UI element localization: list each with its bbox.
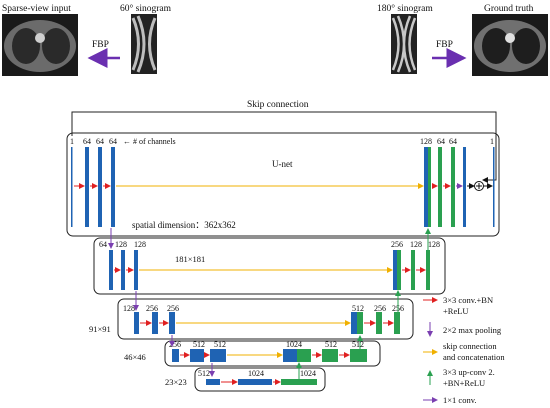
sum-node [474, 181, 484, 191]
l2-channel-a: 64 [99, 240, 107, 249]
l2-channel-up: 256 [391, 240, 403, 249]
l4-feature-bar [172, 349, 179, 362]
l2-feature-bar [109, 250, 113, 290]
l1-decoder-bar [438, 147, 442, 227]
l3-feature-bar [134, 312, 139, 334]
l4-decoder-bar [350, 349, 367, 362]
l3-channel-up: 512 [352, 304, 364, 313]
l1-output-bar [463, 147, 466, 227]
l1-channel-b: 64 [96, 137, 104, 146]
l1-channel-c: 64 [109, 137, 117, 146]
legend-upconv-label-1: 3×3 up-conv 2. [443, 367, 495, 377]
l3-channel-c: 256 [167, 304, 179, 313]
l1-final-bar [493, 147, 495, 227]
ground-truth-label: Ground truth [484, 4, 534, 14]
l4-feature-bar [210, 349, 226, 362]
skip-connection-label: Skip connection [247, 100, 309, 110]
legend-skip-label-2: and concatenation [443, 352, 505, 362]
l4-concat-bar [283, 349, 297, 362]
l1-input-bar [71, 147, 73, 227]
l5-dim-label: 23×23 [165, 377, 187, 387]
l3-feature-bar [169, 312, 175, 334]
l1-channel-e: 64 [449, 137, 457, 146]
l4-channel-up: 1024 [286, 340, 302, 349]
legend-conv-label-2: +ReLU [443, 306, 469, 316]
l1-channel-up: 128 [420, 137, 432, 146]
level3-box [117, 298, 414, 340]
fbp-left-label: FBP [92, 40, 109, 50]
l2-feature-bar [121, 250, 125, 290]
l2-concat-bar [393, 250, 397, 290]
l3-channel-d: 256 [374, 304, 386, 313]
l3-decoder-bar [376, 312, 382, 334]
sparse-input-label: Sparse-view input [2, 4, 71, 14]
unet-title: U-net [272, 159, 293, 169]
l4-channel-c: 512 [214, 340, 226, 349]
l2-upconv-bar [397, 250, 401, 290]
l1-channel-out: 1 [490, 137, 494, 146]
level4-box [164, 340, 381, 367]
l3-channel-a: 128 [123, 304, 135, 313]
l5-feature-bar [206, 379, 220, 385]
sino180-label: 180° sinogram [377, 3, 433, 14]
l1-channel-a: 64 [83, 137, 91, 146]
l2-decoder-bar [411, 250, 415, 290]
sinogram-60-image [131, 14, 157, 74]
level1-box [66, 132, 500, 237]
legend-conv-label-1: 3×3 conv.+BN [443, 295, 493, 305]
l1-feature-bar [111, 147, 115, 227]
legend: 3×3 conv.+BN +ReLU 2×2 max pooling skip … [423, 295, 505, 405]
legend-1x1-label: 1×1 conv. [443, 395, 477, 405]
legend-pool-label: 2×2 max pooling [443, 325, 502, 335]
l4-channel-a: 256 [169, 340, 181, 349]
fbp-right-label: FBP [436, 40, 453, 50]
level2-box [93, 237, 446, 295]
l3-channel-b: 256 [146, 304, 158, 313]
global-skip-connection [71, 111, 497, 183]
l3-dim-label: 91×91 [89, 324, 111, 334]
l1-upconv-bar [428, 147, 431, 227]
l4-dim-label: 46×46 [124, 352, 146, 362]
l3-feature-bar [152, 312, 158, 334]
level5-box [194, 367, 326, 392]
l5-channel-c: 1024 [300, 369, 316, 378]
l2-channel-d: 128 [410, 240, 422, 249]
l3-upconv-bar [357, 312, 363, 334]
l4-feature-bar [190, 349, 204, 362]
sino60-label: 60° sinogram [120, 3, 172, 14]
legend-upconv-label-2: +BN+ReLU [443, 378, 485, 388]
l1-channel-in: 1 [70, 137, 74, 146]
l2-dim-label: 181×181 [175, 254, 205, 264]
ground-truth-ct-image [472, 14, 548, 76]
l4-channel-b: 512 [193, 340, 205, 349]
l4-upconv-bar [297, 349, 311, 362]
l1-feature-bar [98, 147, 102, 227]
l2-channel-e: 128 [428, 240, 440, 249]
l1-concat-bar [424, 147, 428, 227]
legend-skip-label-1: skip connection [443, 341, 497, 351]
l2-decoder-bar [426, 250, 430, 290]
l3-concat-bar [351, 312, 357, 334]
channels-note: ← # of channels [123, 137, 176, 146]
l1-feature-bar [85, 147, 89, 227]
l1-decoder-bar [451, 147, 455, 227]
l4-channel-d: 512 [325, 340, 337, 349]
l2-channel-c: 128 [134, 240, 146, 249]
spatial-dimension-label: spatial dimension：362x362 [132, 220, 236, 230]
l5-channel-b: 1024 [248, 369, 264, 378]
l2-channel-b: 128 [115, 240, 127, 249]
sinogram-180-image [391, 14, 417, 74]
l4-channel-e: 512 [352, 340, 364, 349]
l1-channel-d: 64 [437, 137, 445, 146]
l5-feature-bar [281, 379, 317, 385]
l3-decoder-bar [394, 312, 400, 334]
l4-decoder-bar [322, 349, 338, 362]
l2-feature-bar [134, 250, 138, 290]
sparse-view-ct-image [2, 14, 78, 76]
l5-feature-bar [238, 379, 272, 385]
l5-channel-a: 512 [198, 369, 210, 378]
